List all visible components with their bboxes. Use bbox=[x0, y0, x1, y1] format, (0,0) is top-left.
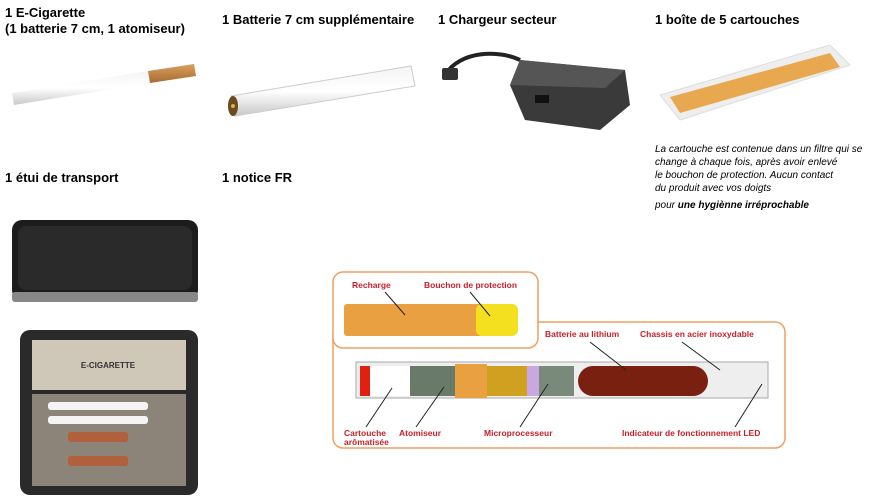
label-microprocesseur: Microprocesseur bbox=[484, 428, 553, 438]
label-recharge: Recharge bbox=[352, 280, 391, 290]
case-logo: E-CIGARETTE bbox=[81, 361, 136, 370]
product-title-case: 1 étui de transport bbox=[5, 170, 119, 185]
cartridges-image bbox=[659, 44, 851, 121]
ecigarette-image bbox=[12, 64, 196, 105]
label-batterie: Batterie au lithium bbox=[545, 329, 620, 339]
note-line: du produit avec vos doigts bbox=[655, 183, 772, 194]
label-cartouche: Cartouche bbox=[344, 428, 386, 438]
battery-image bbox=[228, 65, 416, 117]
cap-shape bbox=[476, 304, 518, 336]
label-chassis: Chassis en acier inoxydable bbox=[640, 329, 754, 339]
product-title-charger: 1 Chargeur secteur bbox=[438, 12, 557, 27]
note-line: le bouchon de protection. Aucun contact bbox=[655, 170, 834, 181]
label-atomiseur: Atomiseur bbox=[399, 428, 442, 438]
note-emphasis: une hygiènne irréprochable bbox=[677, 200, 809, 211]
product-title-ecigarette: 1 E-Cigarette(1 batterie 7 cm, 1 atomise… bbox=[5, 5, 185, 37]
note-line: change à chaque fois, après avoir enlevé bbox=[655, 157, 838, 168]
label-aromatisee: arômatisée bbox=[344, 437, 389, 447]
label-bouchon: Bouchon de protection bbox=[424, 280, 517, 290]
product-title-manual: 1 notice FR bbox=[222, 170, 293, 185]
title-text: 1 E-Cigarette bbox=[5, 5, 86, 20]
ecigarette-diagram: Recharge Bouchon de protection Batterie … bbox=[332, 271, 786, 449]
note-line: La cartouche est contenue dans un filtre… bbox=[655, 144, 863, 155]
note-prefix: pour bbox=[655, 200, 676, 211]
charger-image bbox=[442, 51, 630, 130]
recharge-shape bbox=[344, 304, 484, 336]
product-title-battery: 1 Batterie 7 cm supplémentaire bbox=[222, 12, 415, 27]
subtitle-text: (1 batterie 7 cm, 1 atomiseur) bbox=[5, 21, 185, 36]
cartridge-note: La cartouche est contenue dans un filtre… bbox=[655, 143, 862, 212]
case-image: E-CIGARETTE bbox=[12, 220, 198, 495]
label-indicateur: Indicateur de fonctionnement LED bbox=[622, 428, 760, 438]
product-title-cartridges: 1 boîte de 5 cartouches bbox=[655, 12, 800, 27]
